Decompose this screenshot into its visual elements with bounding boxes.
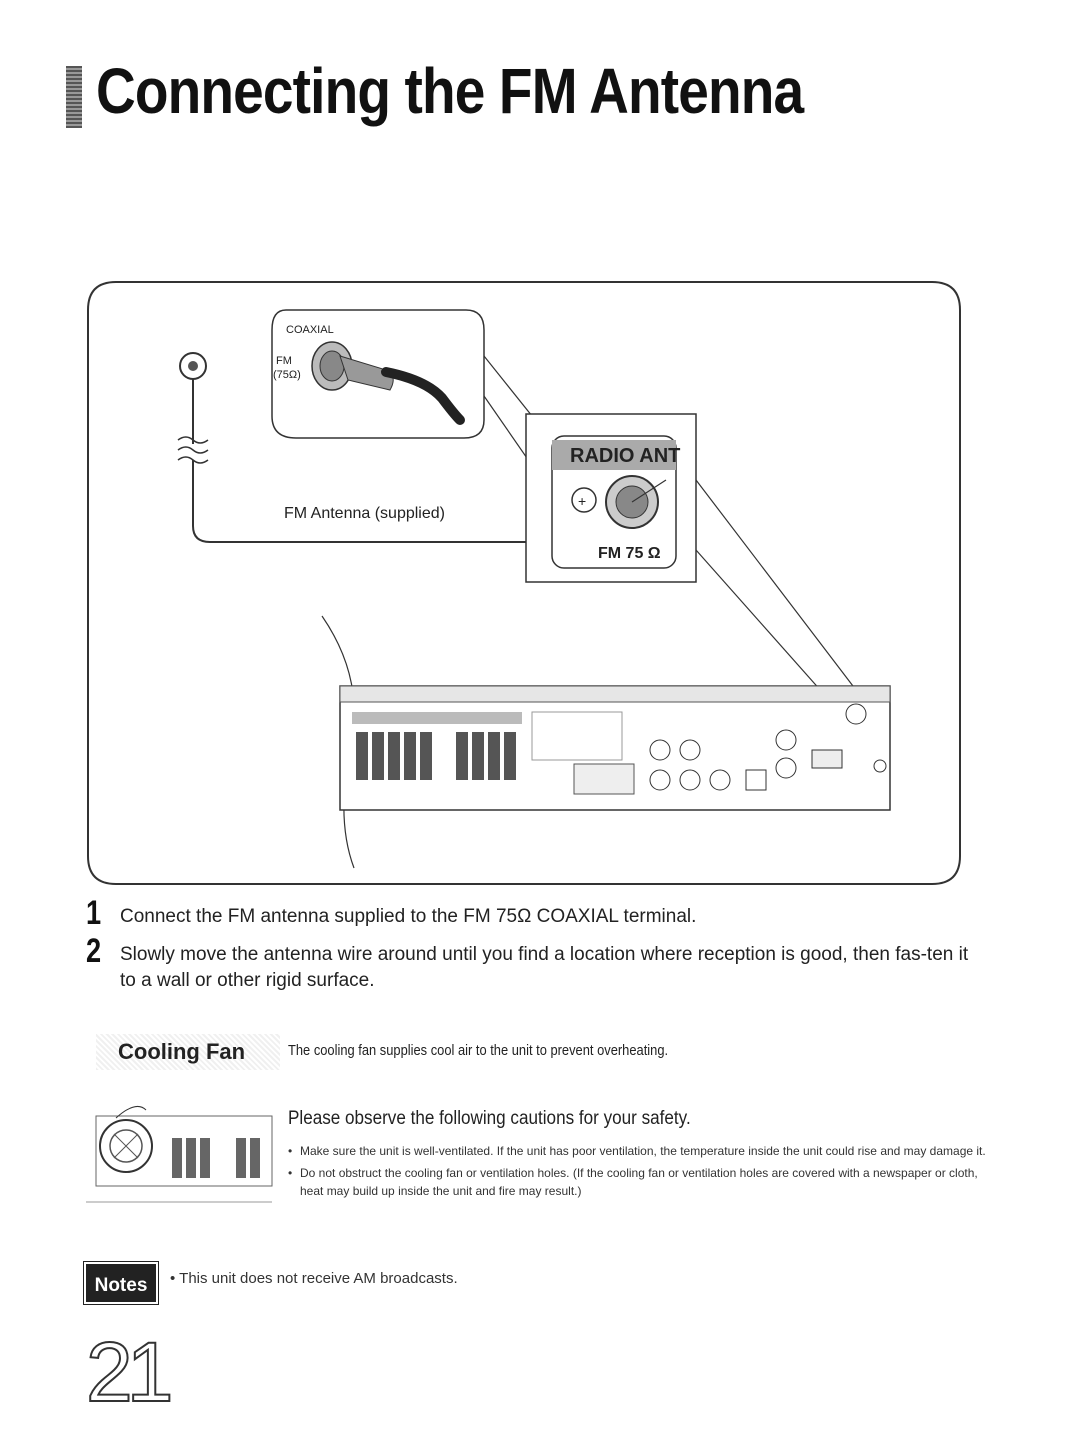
title-accent-bar	[66, 66, 82, 128]
step-text: Slowly move the antenna wire around unti…	[120, 944, 969, 991]
cooling-fan-heading: Cooling Fan	[96, 1034, 280, 1070]
radio-ant-label: RADIO ANT	[570, 445, 680, 467]
fm-terminal	[605, 475, 667, 529]
fm75-label: FM 75 Ω	[598, 545, 661, 562]
notes-text: This unit does not receive AM broadcasts…	[170, 1270, 457, 1287]
receiver-rear-panel	[339, 685, 891, 811]
ohm-label: (75Ω)	[273, 369, 301, 381]
diagram-frame	[87, 281, 961, 885]
step-number: 2	[86, 932, 102, 970]
antenna-label: FM Antenna (supplied)	[284, 505, 445, 522]
page-number: 21	[85, 1324, 174, 1420]
coaxial-label: COAXIAL	[286, 324, 334, 336]
notes-badge: Notes	[83, 1261, 159, 1305]
caution-heading: Please observe the following cautions fo…	[288, 1108, 691, 1129]
cooling-fan-illustration	[86, 1096, 276, 1208]
step-1: 1 Connect the FM antenna supplied to the…	[86, 896, 986, 930]
antenna-connection-diagram: COAXIAL FM (75Ω) FM Antenna (supplied) R…	[86, 280, 962, 886]
caution-item: Make sure the unit is well-ventilated. I…	[286, 1142, 986, 1160]
instruction-steps: 1 Connect the FM antenna supplied to the…	[86, 896, 986, 1006]
cooling-fan-description: The cooling fan supplies cool air to the…	[288, 1042, 669, 1059]
step-number: 1	[86, 894, 102, 932]
fm-antenna-icon	[177, 352, 626, 543]
svg-text:+: +	[578, 493, 586, 509]
caution-list: Make sure the unit is well-ventilated. I…	[286, 1142, 986, 1204]
caution-item: Do not obstruct the cooling fan or venti…	[286, 1164, 986, 1200]
coaxial-connector-closeup	[311, 341, 465, 425]
page-title: Connecting the FM Antenna	[96, 55, 804, 127]
step-2: 2 Slowly move the antenna wire around un…	[86, 934, 986, 994]
step-text: Connect the FM antenna supplied to the F…	[120, 906, 697, 927]
fm-label: FM	[276, 355, 292, 367]
